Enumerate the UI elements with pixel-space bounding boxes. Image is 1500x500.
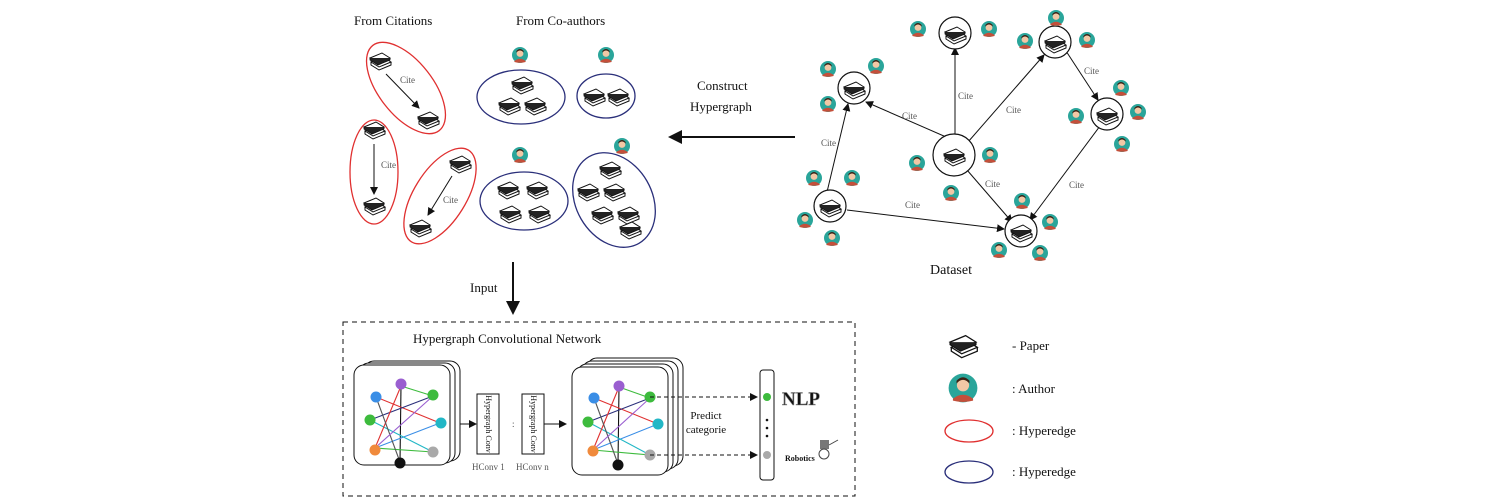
coauthor-hyperedge xyxy=(576,73,636,119)
svg-text:Cite: Cite xyxy=(1006,105,1021,115)
input-label: Input xyxy=(470,280,498,295)
hconv-block-1 xyxy=(476,393,500,455)
from-citations-label: From Citations xyxy=(354,13,432,28)
robot-icon xyxy=(818,439,839,460)
svg-text:Cite: Cite xyxy=(985,179,1000,189)
citation-hyperedge xyxy=(365,41,447,135)
hgcn-title: Hypergraph Convolutional Network xyxy=(413,331,602,346)
citation-hyperedge xyxy=(403,147,477,245)
citation-hyperedge xyxy=(349,119,399,225)
svg-text:Cite: Cite xyxy=(902,111,917,121)
svg-text:Hypergraph Conv: Hypergraph Conv xyxy=(484,395,493,452)
dataset-graph: Cite Cite Cite Cite Cite Cite Cite Cite xyxy=(797,10,1146,261)
legend-hyperedge-blue: : Hyperedge xyxy=(1012,464,1076,479)
hypergraph-label: Hypergraph xyxy=(690,99,752,114)
svg-text:Cite: Cite xyxy=(400,75,415,85)
hyperedge-red-icon xyxy=(944,419,994,443)
legend-hyperedge-red: : Hyperedge xyxy=(1012,423,1076,438)
legend-author: : Author xyxy=(1012,381,1056,396)
svg-text:Hypergraph Conv: Hypergraph Conv xyxy=(529,395,538,452)
legend-paper: - Paper xyxy=(1012,338,1050,353)
svg-text:Cite: Cite xyxy=(1084,66,1099,76)
svg-text:Cite: Cite xyxy=(381,160,396,170)
nlp-category-label: NLP xyxy=(782,389,820,410)
predict-label: Predict xyxy=(690,410,721,422)
coauthor-hyperedges xyxy=(476,47,656,248)
citation-hyperedges: Cite Cite Cite xyxy=(349,41,477,245)
svg-text:Cite: Cite xyxy=(1069,180,1084,190)
input-hypergraph-stack xyxy=(353,360,461,469)
coauthor-hyperedge xyxy=(572,152,656,248)
robotics-category-label: Robotics xyxy=(785,454,815,463)
hconv-n-label: HConv n xyxy=(516,462,549,472)
output-vector xyxy=(759,369,775,481)
svg-text:Cite: Cite xyxy=(958,91,973,101)
svg-text:Cite: Cite xyxy=(905,200,920,210)
construct-label: Construct xyxy=(697,78,748,93)
legend: - Paper : Author : Hyperedge : Hyperedge xyxy=(944,334,1076,484)
svg-text:Cite: Cite xyxy=(443,195,458,205)
output-hypergraph-stack xyxy=(571,357,684,476)
hconv-1-label: HConv 1 xyxy=(472,462,505,472)
from-coauthors-label: From Co-authors xyxy=(516,13,605,28)
paper-icon xyxy=(949,334,978,359)
hgcn-box xyxy=(342,321,856,497)
coauthor-hyperedge xyxy=(479,171,569,231)
svg-text::: : xyxy=(512,419,515,429)
dataset-label: Dataset xyxy=(930,263,972,278)
categorie-label: categorie xyxy=(686,424,726,436)
coauthor-hyperedge xyxy=(476,69,566,125)
hyperedge-blue-icon xyxy=(944,460,994,484)
author-icon xyxy=(948,373,978,403)
svg-text:Cite: Cite xyxy=(821,138,836,148)
